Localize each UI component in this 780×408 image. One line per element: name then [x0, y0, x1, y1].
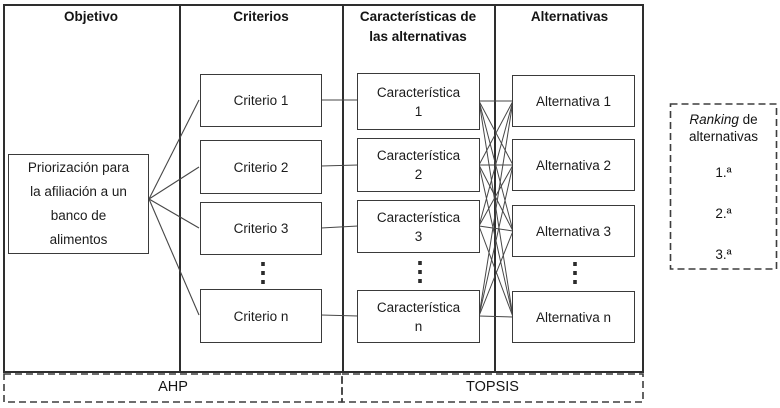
alternativa-n-box: Alternativa n	[512, 291, 635, 343]
divider-objetivo-criterios	[179, 4, 181, 373]
methodology-table-frame	[3, 4, 644, 373]
objetivo-box: Priorización para la afiliación a un ban…	[8, 154, 149, 254]
ahp-label: AHP	[158, 379, 188, 395]
objetivo-line-1: Priorización para	[27, 160, 130, 175]
divider-caracteristicas-alternativas	[494, 4, 496, 373]
caracteristica-3-label: Característica	[376, 209, 461, 225]
ranking-title-rest: de alternativas	[688, 112, 759, 144]
ranking-item-1: 1.ª	[715, 165, 732, 180]
ranking-item-2: 2.ª	[715, 206, 732, 221]
caracteristica-2-box: Característica 2	[357, 138, 480, 192]
divider-criterios-caracteristicas	[342, 4, 344, 373]
column-header-objetivo: Objetivo	[63, 9, 118, 24]
column-header-alternativas: Alternativas	[530, 9, 609, 24]
ranking-box: Ranking de alternativas 1.ª 2.ª 3.ª	[672, 111, 775, 263]
caracteristicas-ellipsis: ⋮	[407, 256, 433, 286]
criterio-1-box: Criterio 1	[200, 74, 322, 127]
ranking-title-italic: Ranking	[689, 112, 739, 127]
caracteristica-2-number: 2	[414, 167, 423, 182]
caracteristica-n-box: Característica n	[357, 290, 480, 343]
caracteristica-2-label: Característica	[376, 148, 461, 163]
alternativas-ellipsis: ⋮	[562, 257, 588, 287]
alternativa-2-box: Alternativa 2	[512, 139, 635, 191]
criterios-ellipsis: ⋮	[250, 257, 276, 287]
alternativa-3-box: Alternativa 3	[512, 205, 635, 257]
caracteristica-n-label: Característica	[376, 299, 461, 315]
caracteristica-1-box: Característica 1	[357, 73, 480, 130]
criterio-n-box: Criterio n	[200, 289, 322, 343]
objetivo-line-4: alimentos	[49, 232, 108, 247]
objetivo-line-3: banco de	[50, 208, 107, 223]
caracteristica-3-number: 3	[414, 228, 423, 244]
objetivo-line-2: la afiliación a un	[30, 184, 127, 199]
ranking-title: Ranking de alternativas	[672, 111, 775, 145]
caracteristica-1-number: 1	[414, 103, 423, 119]
column-header-caracteristicas: Características de las alternativas	[359, 9, 477, 44]
caracteristica-n-number: n	[414, 318, 423, 334]
ranking-item-3: 3.ª	[715, 247, 732, 262]
column-header-criterios: Criterios	[233, 9, 289, 24]
alternativa-1-box: Alternativa 1	[512, 75, 635, 127]
caracteristica-1-label: Característica	[376, 84, 461, 100]
topsis-label: TOPSIS	[466, 379, 519, 395]
criterio-3-box: Criterio 3	[200, 202, 322, 255]
criterio-2-box: Criterio 2	[200, 140, 322, 194]
caracteristica-3-box: Característica 3	[357, 200, 480, 253]
